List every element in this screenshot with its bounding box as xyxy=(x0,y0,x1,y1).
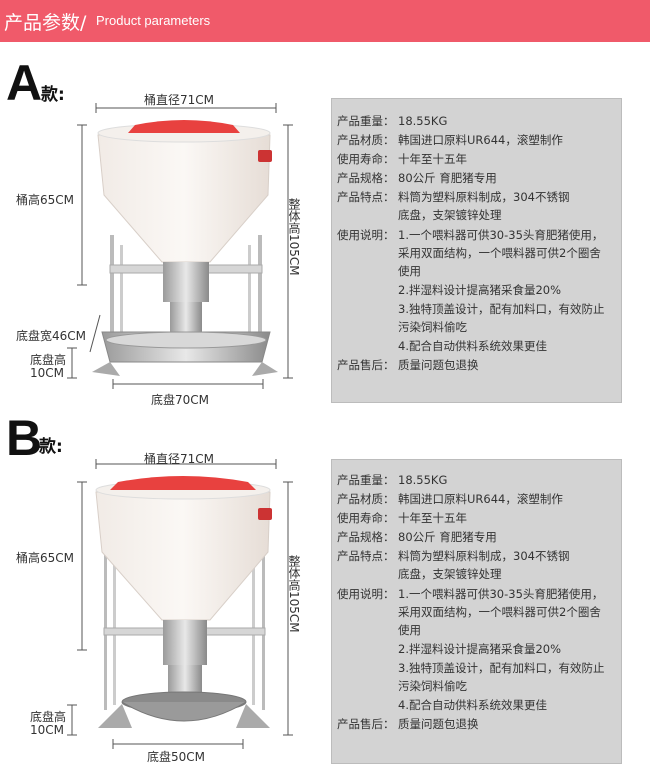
spec-usage-5: 3.独特顶盖设计，配有加料口，有效防止 xyxy=(398,661,605,675)
model-b-bucket-height: 桶高65CM xyxy=(16,551,75,565)
spec-row-life: 使用寿命：十年至十五年 xyxy=(337,511,467,525)
spec-row-spec: 产品规格：80公斤 育肥猪专用 xyxy=(337,530,497,544)
feeder-b-image xyxy=(67,459,293,749)
header-title-en: Product parameters xyxy=(96,13,211,28)
spec-row-weight: 产品重量：18.55KG xyxy=(337,114,448,128)
model-b-tray-height-2: 10CM xyxy=(30,723,65,737)
spec-usage-6: 污染饲料偷吃 xyxy=(398,320,467,334)
spec-usage-5: 3.独特顶盖设计，配有加料口，有效防止 xyxy=(398,302,605,316)
model-b-spec-panel: 产品重量：18.55KG 产品材质：韩国进口原料UR644，滚塑制作 使用寿命：… xyxy=(331,459,622,764)
spec-row-after: 产品售后：质量问题包退换 xyxy=(337,717,479,731)
spec-row-usage: 使用说明：1.一个喂料器可供30-35头育肥猪使用， xyxy=(337,228,604,242)
model-a-tray: 底盘70CM xyxy=(151,393,210,407)
model-b-tray: 底盘50CM xyxy=(147,750,206,764)
spec-row-life: 使用寿命：十年至十五年 xyxy=(337,152,467,166)
spec-row-material: 产品材质：韩国进口原料UR644，滚塑制作 xyxy=(337,492,563,506)
model-a-spec-panel: 产品重量：18.55KG 产品材质：韩国进口原料UR644，滚塑制作 使用寿命：… xyxy=(331,98,622,403)
model-a-tray-height-2: 10CM xyxy=(30,366,65,380)
spec-usage-3: 使用 xyxy=(398,623,421,637)
model-a-total-height: 整体高105CM xyxy=(287,198,301,276)
header-title-cn: 产品参数/ xyxy=(4,12,87,34)
model-a-tray-width: 底盘宽46CM xyxy=(16,329,87,343)
spec-row-feature: 产品特点：料筒为塑料原料制成，304不锈钢 xyxy=(337,549,570,563)
model-b-suffix: 款: xyxy=(39,437,63,457)
spec-row-after: 产品售后：质量问题包退换 xyxy=(337,358,479,372)
model-a-suffix: 款: xyxy=(41,85,65,105)
model-a-tray-height-1: 底盘高 xyxy=(30,353,67,367)
spec-usage-2: 采用双面结构，一个喂料器可供2个圈舍 xyxy=(398,246,601,260)
spec-usage-4: 2.拌湿料设计提高猪采食量20% xyxy=(398,283,562,297)
header-bar: 产品参数/ Product parameters xyxy=(0,0,650,42)
feeder-a-image xyxy=(67,103,293,389)
spec-usage-6: 污染饲料偷吃 xyxy=(398,679,467,693)
spec-usage-7: 4.配合自动供料系统效果更佳 xyxy=(398,339,547,353)
spec-row-spec: 产品规格：80公斤 育肥猪专用 xyxy=(337,171,497,185)
spec-feature-cont: 底盘，支架镀锌处理 xyxy=(398,208,502,222)
spec-usage-3: 使用 xyxy=(398,264,421,278)
model-b-diameter: 桶直径71CM xyxy=(144,452,215,466)
model-a-diameter: 桶直径71CM xyxy=(144,93,215,107)
spec-usage-4: 2.拌湿料设计提高猪采食量20% xyxy=(398,642,562,656)
spec-usage-7: 4.配合自动供料系统效果更佳 xyxy=(398,698,547,712)
spec-row-weight: 产品重量：18.55KG xyxy=(337,473,448,487)
model-a-letter: A xyxy=(6,55,43,111)
spec-row-usage: 使用说明：1.一个喂料器可供30-35头育肥猪使用， xyxy=(337,587,604,601)
model-b-total-height: 整体高105CM xyxy=(287,555,301,633)
spec-row-feature: 产品特点：料筒为塑料原料制成，304不锈钢 xyxy=(337,190,570,204)
model-b-letter: B xyxy=(6,410,43,466)
model-a-bucket-height: 桶高65CM xyxy=(16,193,75,207)
spec-feature-cont: 底盘，支架镀锌处理 xyxy=(398,567,502,581)
spec-row-material: 产品材质：韩国进口原料UR644，滚塑制作 xyxy=(337,133,563,147)
model-b-tray-height-1: 底盘高 xyxy=(30,710,67,724)
spec-usage-2: 采用双面结构，一个喂料器可供2个圈舍 xyxy=(398,605,601,619)
